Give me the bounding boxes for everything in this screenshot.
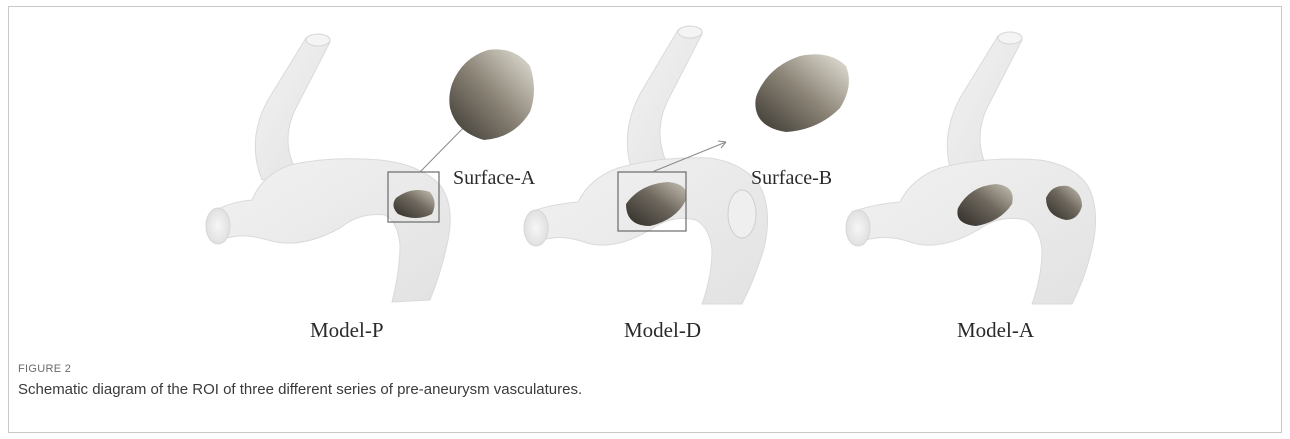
vessel-model-a — [852, 35, 1096, 304]
vessel-cap-top-model-p — [306, 34, 330, 46]
figure-number: FIGURE 2 — [18, 363, 71, 375]
vessel-cap-model-d — [524, 210, 548, 246]
model-label-p: Model-P — [310, 318, 384, 342]
panel-model-d: Surface-B Model-D — [524, 26, 849, 342]
surface-label-a: Surface-A — [453, 167, 536, 189]
model-label-a: Model-A — [957, 318, 1035, 342]
surface-label-b: Surface-B — [751, 167, 832, 189]
floating-surface-b — [755, 54, 849, 132]
floating-surface-a — [449, 49, 534, 140]
model-label-d: Model-D — [624, 318, 701, 342]
panel-model-a: Model-A — [846, 32, 1096, 342]
vessel-model-d — [530, 29, 768, 304]
panel-model-p: Surface-A Model-P — [206, 34, 536, 342]
figure-image: Surface-A Model-P Surface-B Model-D Mode… — [0, 0, 1290, 360]
figure-caption: Schematic diagram of the ROI of three di… — [18, 381, 582, 398]
vessel-cap-model-p — [206, 208, 230, 244]
vessel-model-p — [212, 37, 450, 302]
vessel-cap-top-model-a — [998, 32, 1022, 44]
vessel-cap-top-model-d — [678, 26, 702, 38]
vessel-ring-model-d — [728, 190, 756, 238]
vessel-cap-model-a — [846, 210, 870, 246]
